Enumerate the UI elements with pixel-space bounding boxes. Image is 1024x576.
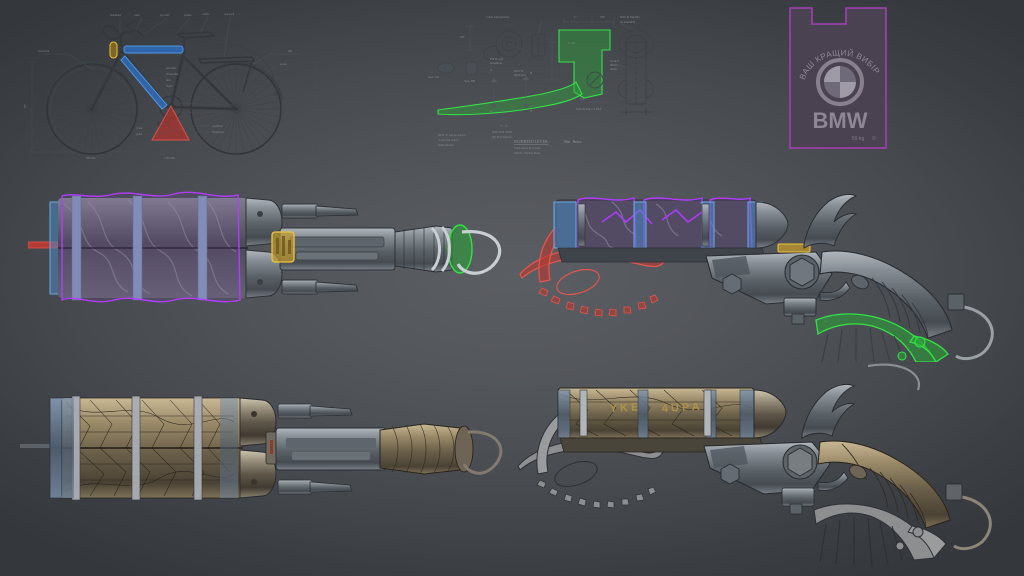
svg-text:Sect. AA: Sect. AA [428,75,440,79]
svg-text:detail: detail [610,67,617,71]
svg-text:Finish : Nickel Plate.: Finish : Nickel Plate. [514,151,541,155]
svg-text:handbrass: handbrass [490,61,503,65]
svg-text:A: A [490,68,493,72]
svg-text:3/8": 3/8" [460,35,466,39]
svg-text:A: A [490,109,493,113]
svg-text:chain: chain [166,84,173,88]
svg-text:down tube: down tube [166,72,179,76]
svg-text:on assembly: on assembly [620,20,636,24]
bag-weight: 50 kg [852,136,865,142]
svg-text:28": 28" [24,104,27,108]
svg-text:1": 1" [574,15,578,19]
svg-text:rim: rim [288,49,293,53]
svg-text:4 U P A: 4 U P A [662,401,701,415]
svg-text:B: B [530,109,532,113]
svg-text:Sect. BB: Sect. BB [464,79,475,83]
svg-text:5" - 6": 5" - 6" [500,124,509,128]
bag-brand: BMW [813,108,868,133]
svg-text:hand spread.: hand spread. [438,143,454,147]
svg-text:5/8": 5/8" [600,15,606,19]
bicycle-blueprint: handlebar stem top tube saddle carrier rear… [24,4,324,164]
svg-text:Mat. Brass.: Mat. Brass. [564,139,582,144]
svg-text:INVERTED LEVER.: INVERTED LEVER. [514,139,549,144]
svg-text:B: B [530,71,532,75]
svg-text:spoke: spoke [280,62,287,66]
weapon-side-textured: Y K E 4 U P A [512,362,1012,568]
svg-text:handlebar: handlebar [110,13,121,17]
svg-text:1 1/2": 1 1/2" [568,41,576,45]
svg-text:seat tube: seat tube [166,66,177,70]
svg-text:chainstay: chainstay [212,124,223,128]
svg-text:Fixd screw K.T. Gal.: Fixd screw K.T. Gal. [514,146,541,150]
weapon-side-highlight [516,178,1012,363]
svg-text:mudguard: mudguard [212,130,224,134]
bag-copyright: © [872,135,876,142]
svg-text:680 mm: 680 mm [86,156,96,160]
svg-text:crank: crank [136,126,143,130]
svg-text:5mm nals: 5mm nals [514,73,527,77]
weapon-top-highlight [27,182,508,318]
svg-text:rear rack: rear rack [224,12,235,16]
svg-text:DIM 'X' can be varied: DIM 'X' can be varied [438,133,466,137]
svg-text:thread: thread [610,63,618,67]
svg-text:'A-A-F': 'A-A-F' [610,59,620,63]
svg-text:Cable Stop (brass): Cable Stop (brass) [486,15,509,19]
svg-text:top tube: top tube [160,13,170,17]
svg-text:(TO SUIT SIZE: (TO SUIT SIZE [492,130,512,134]
svg-text:stem: stem [134,13,140,17]
svg-text:Drill & Tap Dia.: Drill & Tap Dia. [620,15,641,19]
lever-blueprint: Cable Stop (brass) Drill & Tap Dia. on a… [424,2,674,158]
weapon-top-textured [20,382,510,518]
svg-text:hub: hub [166,78,171,82]
svg-text:Y K E: Y K E [610,402,639,415]
svg-text:pedal: pedal [136,132,142,136]
svg-text:1/2": 1/2" [580,97,586,101]
svg-text:front fork: front fork [38,49,50,53]
svg-text:saddle: saddle [184,13,192,17]
bmw-bag: ВАШ КРАЩИЙ ВИБІР! BMW 50 kg © [785,0,896,152]
svg-text:Pin Dowel: Pin Dowel [490,57,503,61]
svg-text:1100 mm: 1100 mm [164,156,176,160]
svg-text:OF H/1/VALO): OF H/1/VALO) [492,135,511,139]
svg-text:Drill & Tap 1/4 BSF: Drill & Tap 1/4 BSF [576,107,602,111]
svg-text:Dim 'X': Dim 'X' [514,69,524,73]
svg-text:carrier: carrier [202,12,210,16]
svg-text:to suit the rider's: to suit the rider's [438,138,459,142]
